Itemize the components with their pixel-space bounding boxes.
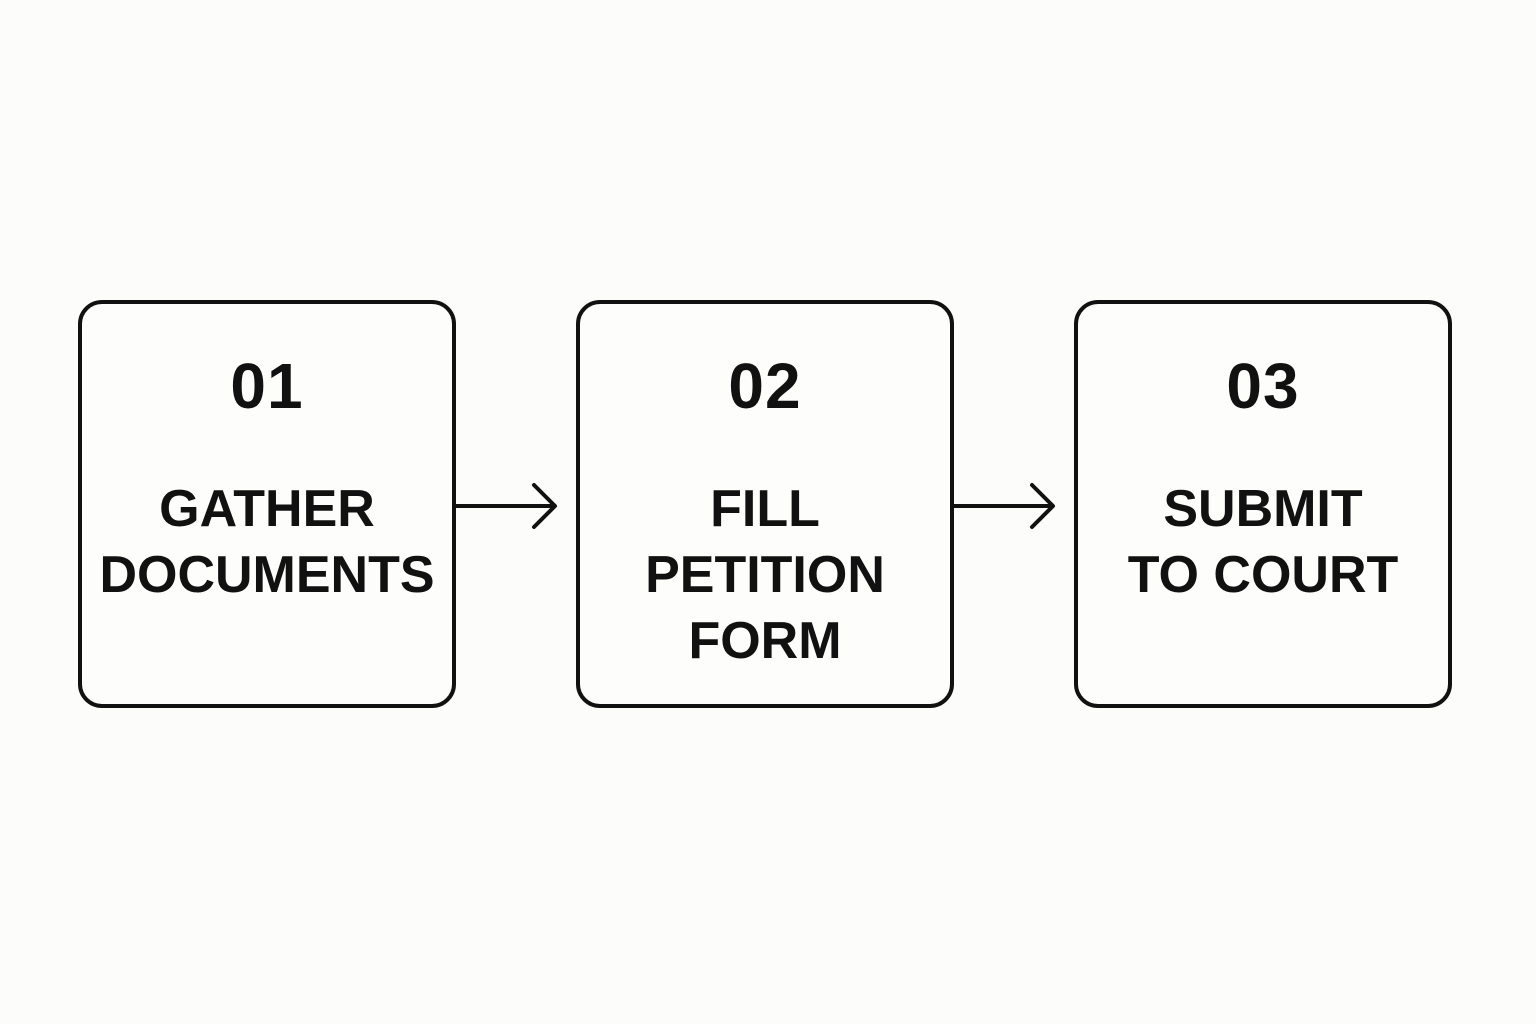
step-label: FILL PETITION FORM — [580, 476, 950, 674]
step-number: 03 — [1226, 350, 1300, 422]
arrow-right-icon — [954, 483, 1055, 529]
step-number: 01 — [230, 350, 304, 422]
step-label-line: DOCUMENTS — [99, 546, 435, 604]
step-label-line: PETITION — [645, 546, 885, 604]
step-number: 02 — [728, 350, 802, 422]
arrow-right-icon — [456, 483, 557, 529]
step-label-line: FORM — [688, 612, 842, 670]
step-label: GATHER DOCUMENTS — [82, 476, 452, 608]
step-box-3: 03 SUBMIT TO COURT — [1074, 300, 1452, 708]
step-label-line: GATHER — [159, 480, 375, 538]
step-label: SUBMIT TO COURT — [1078, 476, 1448, 608]
step-box-2: 02 FILL PETITION FORM — [576, 300, 954, 708]
step-label-line: TO COURT — [1127, 546, 1399, 604]
step-label-line: SUBMIT — [1163, 480, 1363, 538]
step-box-1: 01 GATHER DOCUMENTS — [78, 300, 456, 708]
step-label-line: FILL — [710, 480, 820, 538]
